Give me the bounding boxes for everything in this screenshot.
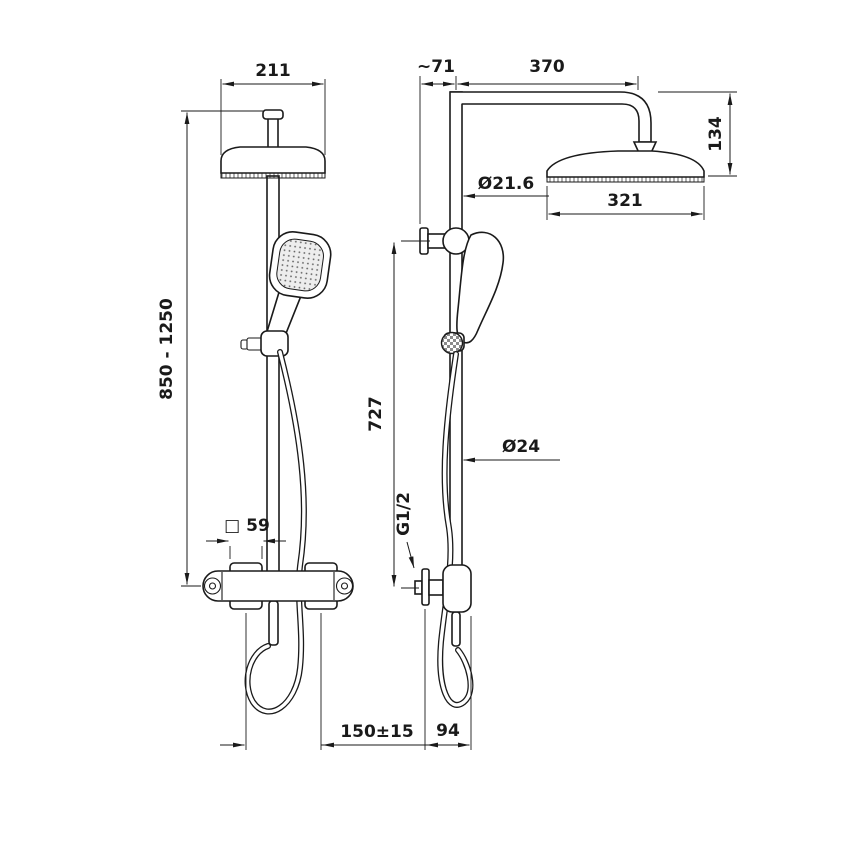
holder-ball-joint	[440, 331, 464, 355]
dim-label-g12: G1/2	[394, 492, 414, 536]
dimension-head-width-side: 321	[546, 186, 705, 220]
riser-pipe-front	[266, 175, 280, 573]
dim-label-94: 94	[436, 721, 460, 741]
dimension-inlet-thread: G1/2	[394, 492, 415, 569]
dim-label-71: ~71	[417, 57, 455, 77]
dim-label-727: 727	[366, 396, 386, 432]
overhead-shower-front	[220, 146, 326, 174]
mixer-knob-left-center	[208, 582, 217, 590]
leader-arrow	[406, 541, 415, 569]
dim-label-211: 211	[255, 61, 291, 81]
dim-label-134: 134	[706, 116, 726, 152]
wall-plate-side	[421, 568, 430, 606]
dim-label-d21-6: Ø21.6	[478, 174, 534, 194]
dim-label-321: 321	[607, 191, 643, 211]
spray-face-side	[546, 176, 705, 183]
dim-label-850-1250: 850 - 1250	[157, 298, 177, 400]
inlet-nipple-side	[428, 579, 444, 596]
dim-label-d24: Ø24	[502, 437, 540, 457]
dim-label-150: 150±15	[340, 722, 413, 742]
dimension-riser-diameter: Ø24	[463, 437, 560, 463]
shower-hose-side-highlight	[438, 352, 473, 707]
dimension-head-height-drop: 134	[658, 91, 737, 177]
mixer-knob-right-center	[340, 582, 349, 590]
dimension-arm-projection: 370	[457, 57, 639, 90]
dim-label-370: 370	[529, 57, 565, 77]
dimension-riser-upper-diameter: Ø21.6	[463, 174, 549, 199]
mixer-outlet-stub-front	[268, 600, 279, 646]
top-stem-front	[267, 117, 279, 151]
mixer-body-front	[202, 570, 354, 602]
hand-shower-face-front	[276, 238, 324, 292]
inlet-nut-side	[414, 580, 423, 595]
hand-shower-side	[456, 231, 505, 344]
dimension-mixer-depth: 94	[424, 609, 472, 750]
slider-knob-front	[246, 337, 263, 351]
spray-face-front	[220, 172, 326, 179]
overhead-shower-side	[546, 150, 705, 178]
dimension-height-range: 850 - 1250	[157, 110, 263, 587]
dimension-inlet-spacing: 150±15	[220, 613, 432, 750]
dim-label-square-59: □ 59	[224, 516, 270, 536]
slider-holder-front	[260, 330, 289, 357]
shower-hose-front-highlight	[245, 350, 306, 714]
dimension-escutcheon-size: □ 59	[206, 516, 286, 559]
front-view	[202, 109, 354, 715]
side-view	[414, 91, 705, 708]
dimension-riser-length: 727	[366, 240, 430, 589]
mixer-body-side	[442, 564, 472, 613]
top-cap-front	[262, 109, 284, 120]
mixer-outlet-stub-side	[451, 611, 461, 647]
dimension-head-width-front: 211	[220, 61, 326, 155]
dimension-wall-clearance: ~71	[417, 57, 457, 224]
shower-arm-side	[450, 91, 652, 143]
